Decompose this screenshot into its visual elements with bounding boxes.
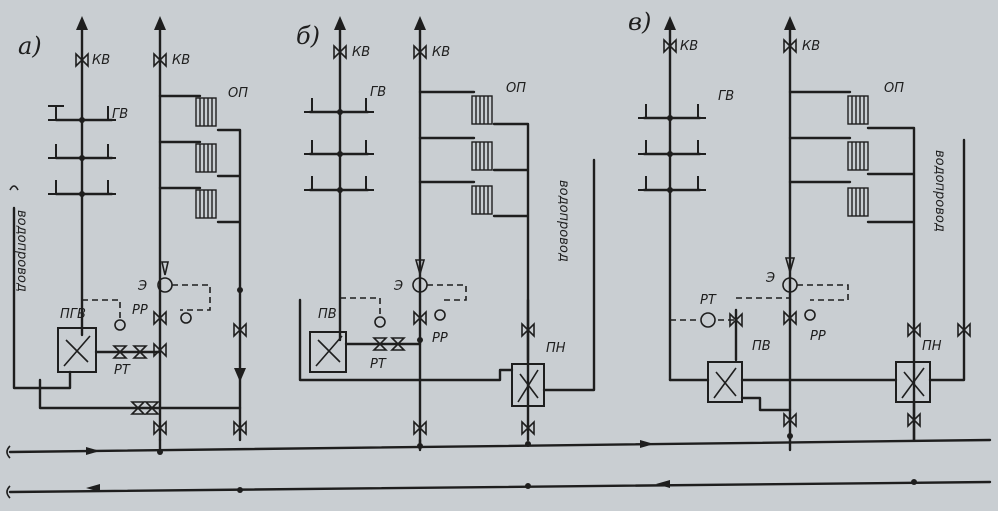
diagram-letter: а): [18, 32, 42, 60]
svg-text:КВ: КВ: [802, 39, 820, 54]
svg-text:КВ: КВ: [352, 45, 370, 60]
svg-text:ГВ: ГВ: [718, 89, 734, 104]
svg-text:ПН: ПН: [546, 341, 566, 356]
svg-text:ОП: ОП: [506, 81, 526, 96]
svg-text:ГВ: ГВ: [112, 107, 128, 122]
svg-text:водопровод: водопровод: [14, 210, 29, 292]
svg-text:РР: РР: [132, 303, 148, 318]
supply-main-line: [6, 438, 992, 459]
svg-text:ГВ: ГВ: [370, 85, 386, 100]
svg-text:ПВ: ПВ: [752, 339, 771, 354]
svg-text:ОП: ОП: [228, 86, 248, 101]
svg-text:Э: Э: [765, 271, 775, 286]
svg-text:КВ: КВ: [92, 53, 110, 68]
svg-text:РР: РР: [810, 329, 826, 344]
svg-text:Э: Э: [393, 279, 403, 294]
diagram-c: в) КВ ГВ КВ ОП Э РР РТ: [628, 8, 971, 485]
svg-text:РТ: РТ: [700, 293, 717, 308]
diagram-a: а) КВ ГВ КВ ОП Э: [9, 16, 248, 493]
diagram-letter: в): [628, 8, 651, 36]
svg-text:ПГВ: ПГВ: [60, 307, 86, 322]
svg-text:КВ: КВ: [432, 45, 450, 60]
diagram-b: б) КВ ГВ КВ ОП Э РР: [296, 16, 596, 489]
svg-text:ПВ: ПВ: [318, 307, 337, 322]
return-main-line: [6, 480, 992, 499]
svg-text:ОП: ОП: [884, 81, 904, 96]
svg-text:водопровод: водопровод: [556, 180, 571, 262]
svg-text:водопровод: водопровод: [932, 150, 947, 232]
svg-text:ПН: ПН: [922, 339, 942, 354]
svg-text:КВ: КВ: [172, 53, 190, 68]
diagram-letter: б): [296, 22, 320, 50]
svg-text:КВ: КВ: [680, 39, 698, 54]
svg-text:РР: РР: [432, 331, 448, 346]
svg-text:РТ: РТ: [114, 363, 131, 378]
svg-text:РТ: РТ: [370, 357, 387, 372]
svg-text:Э: Э: [137, 279, 147, 294]
